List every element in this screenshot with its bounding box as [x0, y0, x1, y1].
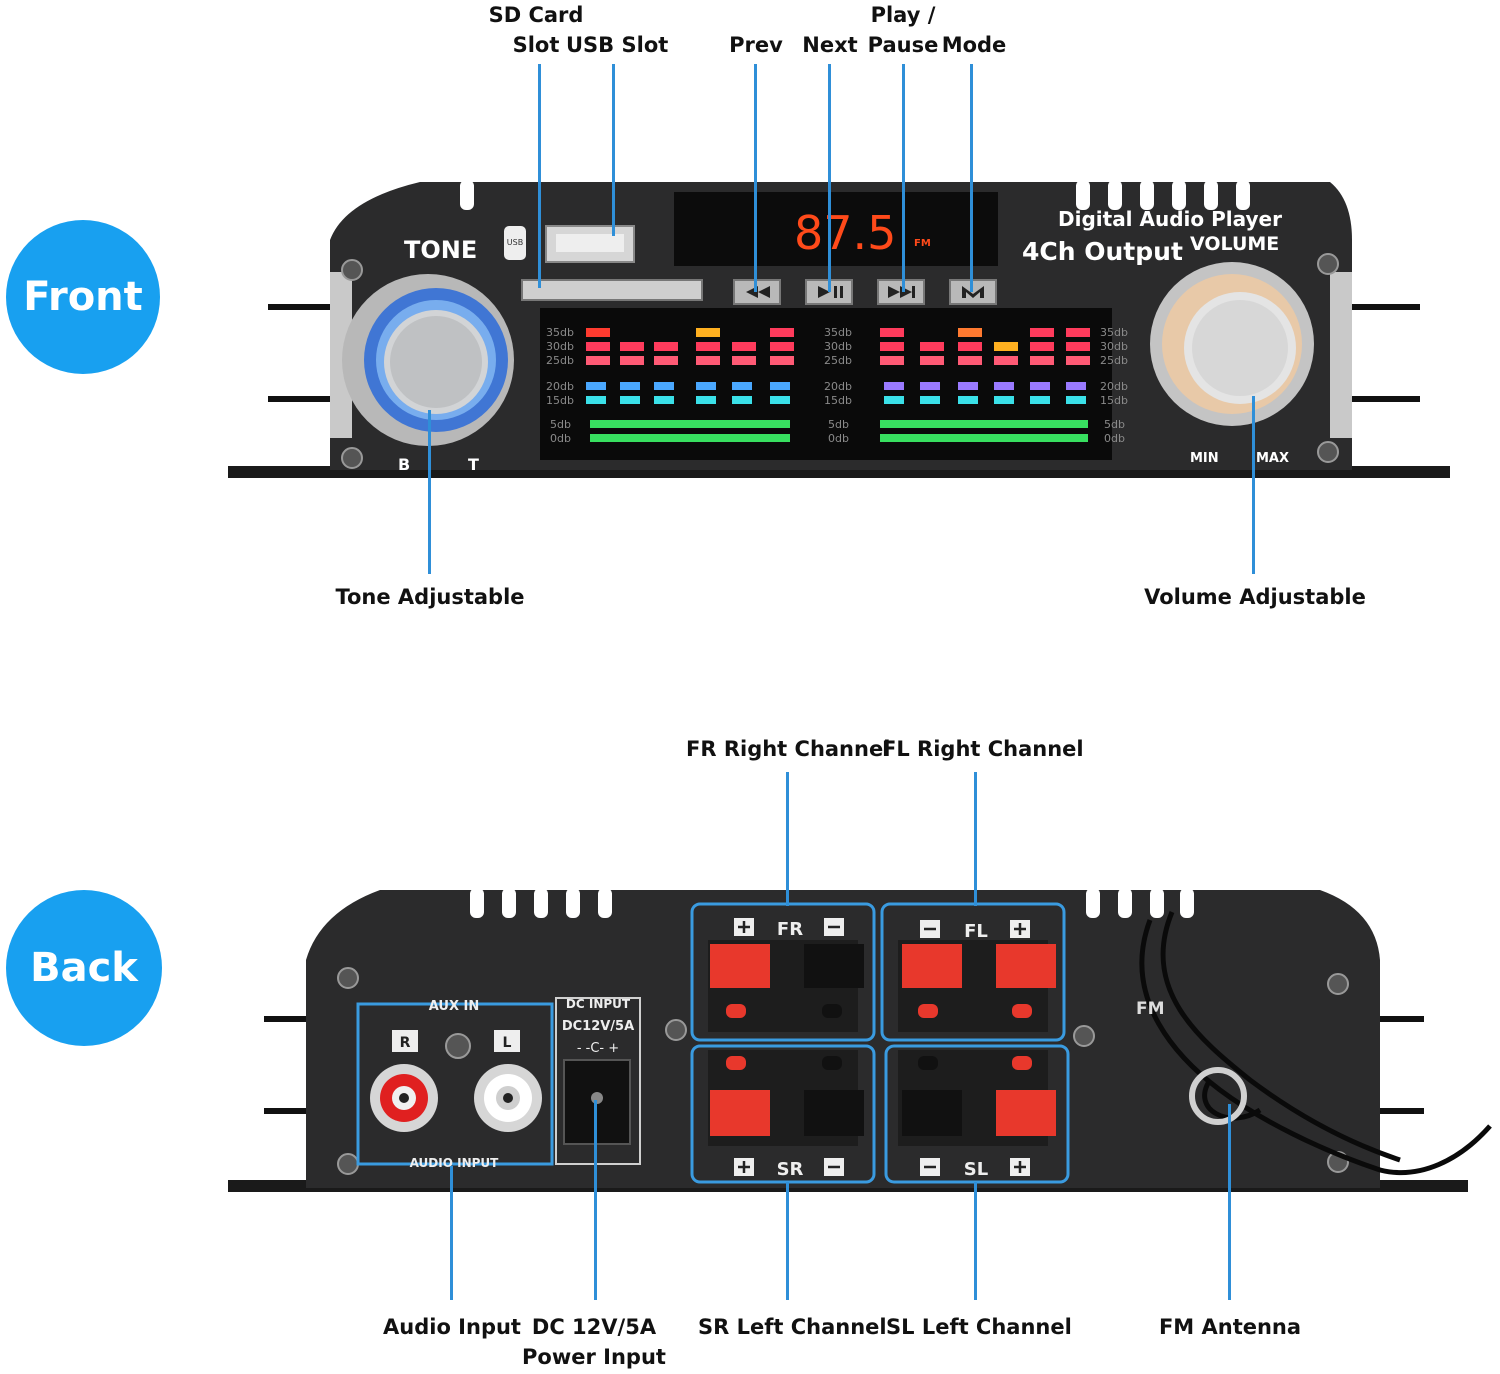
aux-l-label: L [503, 1035, 512, 1051]
db-label-right-5: 5db [1104, 418, 1125, 431]
callout-mode: Mode [941, 33, 1007, 57]
line-next [828, 64, 831, 292]
line-sr-left [786, 1182, 789, 1300]
db-label-right-25: 25db [1100, 354, 1128, 367]
db-label-right-0: 0db [1104, 432, 1125, 445]
tone-label: TONE [404, 236, 477, 264]
line-play-pause [902, 64, 905, 292]
db-label-mid-35: 35db [824, 326, 852, 339]
line-sd-card [538, 64, 541, 288]
db-label-0: 0db [550, 432, 571, 445]
callout-sl-left-channel: SL Left Channel [886, 1315, 1072, 1339]
dc-rating-label: DC12V/5A [562, 1019, 634, 1034]
spectrum-right [880, 328, 1090, 442]
sr-terminal-label: SR [777, 1159, 804, 1180]
dc-polarity-symbol: - -C- + [577, 1041, 619, 1056]
back-badge: Back [6, 890, 162, 1046]
sl-terminal-label: SL [964, 1159, 988, 1180]
dc-input-label: DC INPUT [566, 997, 631, 1011]
db-label-35: 35db [546, 326, 574, 339]
db-label-mid-25: 25db [824, 354, 852, 367]
db-label-right-30: 30db [1100, 340, 1128, 353]
callout-fm-antenna: FM Antenna [1158, 1315, 1302, 1339]
callout-usb-slot: USB Slot [566, 33, 669, 57]
callout-sd-card-line1: SD Card [488, 3, 584, 27]
callout-tone-adjustable: Tone Adjustable [335, 585, 525, 609]
volume-min-label: MIN [1190, 451, 1219, 466]
display-band: FM [914, 238, 931, 249]
line-fm-antenna [1228, 1104, 1231, 1300]
callout-prev: Prev [729, 33, 783, 57]
line-dc-power [594, 1100, 597, 1300]
db-label-right-20: 20db [1100, 380, 1128, 393]
fm-panel-label: FM [1136, 999, 1165, 1019]
audio-input-panel-label: AUDIO INPUT [410, 1156, 500, 1170]
tone-b-label: B [398, 455, 410, 474]
db-label-right-15: 15db [1100, 394, 1128, 407]
db-label-5: 5db [550, 418, 571, 431]
line-fl-right [974, 772, 977, 906]
aux-r-label: R [400, 1035, 411, 1051]
callout-dc-power-line2: Power Input [522, 1345, 666, 1369]
callout-fr-right-channel: FR Right Channel [686, 737, 891, 761]
callout-sr-left-channel: SR Left Channel [698, 1315, 887, 1339]
callout-play-pause-line2: Pause [867, 33, 939, 57]
tone-t-label: T [468, 455, 479, 474]
fr-terminal-label: FR [777, 919, 803, 940]
db-label-30: 30db [546, 340, 574, 353]
line-mode [970, 64, 973, 292]
volume-label: VOLUME [1190, 233, 1279, 255]
spectrum-left [586, 328, 794, 442]
db-label-mid-15: 15db [824, 394, 852, 407]
line-audio-input [450, 1166, 453, 1300]
fl-terminal-label: FL [964, 921, 988, 942]
db-label-15: 15db [546, 394, 574, 407]
db-label-mid-5: 5db [828, 418, 849, 431]
callout-volume-adjustable: Volume Adjustable [1144, 585, 1366, 609]
db-label-mid-0: 0db [828, 432, 849, 445]
line-usb-slot [612, 64, 615, 236]
front-badge-label: Front [23, 274, 143, 320]
front-panel: TONE B T USB 87.5 FM Digital Audio Playe… [228, 180, 1450, 478]
brand-line1: Digital Audio Player [1058, 207, 1282, 231]
back-badge-label: Back [30, 945, 138, 991]
volume-max-label: MAX [1256, 451, 1289, 466]
aux-in-label: AUX IN [429, 999, 479, 1014]
db-label-right-35: 35db [1100, 326, 1128, 339]
front-badge: Front [6, 220, 160, 374]
db-label-20: 20db [546, 380, 574, 393]
line-fr-right [786, 772, 789, 906]
db-label-mid-30: 30db [824, 340, 852, 353]
callout-dc-power-line1: DC 12V/5A [531, 1315, 657, 1339]
callout-fl-right-channel: FL Right Channel [882, 737, 1084, 761]
db-label-25: 25db [546, 354, 574, 367]
display-frequency: 87.5 [794, 206, 896, 260]
callout-audio-input: Audio Input [383, 1315, 521, 1339]
callout-sd-card-line2: Slot [512, 33, 560, 57]
brand-line2: 4Ch Output [1022, 237, 1183, 266]
line-sl-left [974, 1182, 977, 1300]
usb-icon: USB [507, 238, 523, 247]
db-label-mid-20: 20db [824, 380, 852, 393]
line-tone [428, 410, 431, 574]
callout-play-pause-line1: Play / [870, 3, 936, 27]
line-volume [1252, 396, 1255, 574]
callout-next: Next [802, 33, 858, 57]
line-prev [754, 64, 757, 292]
